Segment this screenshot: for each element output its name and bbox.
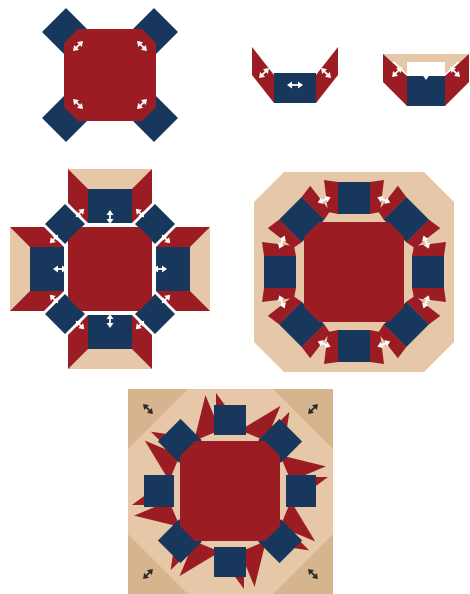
- navy-square: [144, 475, 174, 507]
- navy-square: [264, 256, 296, 288]
- center-octagon: [304, 222, 404, 322]
- navy-square: [286, 475, 316, 507]
- step2-side-unit-b: [383, 52, 470, 112]
- navy-square: [338, 182, 370, 214]
- navy-square: [412, 256, 444, 288]
- arrow-head: [153, 266, 158, 273]
- navy-square: [274, 73, 316, 103]
- step3-cross-assembly: [8, 167, 213, 372]
- navy-square: [214, 405, 246, 435]
- step5-finished-block: [128, 389, 333, 594]
- center-octagon: [68, 227, 152, 311]
- navy-square: [214, 547, 246, 577]
- step2-side-unit-a: [250, 45, 340, 105]
- arrow-head: [62, 266, 67, 273]
- arrow-head: [423, 64, 430, 69]
- navy-square: [338, 330, 370, 362]
- center-octagon: [180, 441, 280, 541]
- step1-center-with-corner-squares: [40, 10, 180, 140]
- step4-octagon-assembly: [252, 170, 457, 375]
- navy-square: [407, 76, 445, 106]
